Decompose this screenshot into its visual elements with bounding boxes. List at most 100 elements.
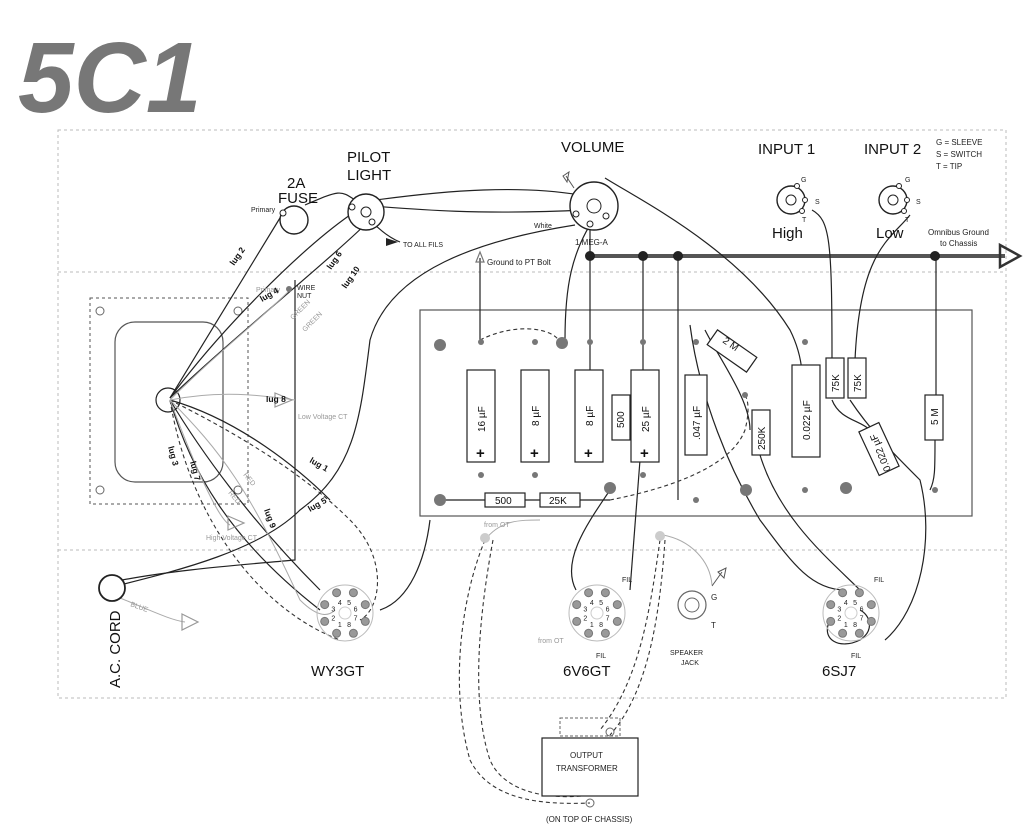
socket-pin	[348, 588, 358, 598]
socket-pin	[320, 600, 330, 610]
omnibus-label-1: Omnibus Ground	[928, 228, 989, 237]
res-2m	[706, 329, 758, 373]
output-transformer	[541, 717, 639, 808]
socket-pin	[348, 628, 358, 638]
lug-10-label: lug 10	[339, 264, 361, 290]
socket-pin	[332, 588, 342, 598]
socket-pin	[584, 628, 594, 638]
wire-color-1: GREEN	[289, 299, 312, 322]
socket-key	[590, 606, 604, 620]
socket-pin-number: 7	[860, 616, 864, 623]
fuse-holder	[279, 205, 309, 235]
socket-pin	[360, 600, 370, 610]
plus-4: +	[640, 445, 649, 462]
res-75k-b	[847, 357, 867, 399]
socket-pin-number: 5	[853, 600, 857, 607]
pilot-label-1: PILOT	[347, 149, 390, 166]
lug-7-label: lug 7	[188, 460, 203, 482]
wire-color-3: RED	[241, 472, 256, 488]
eyelet-board	[419, 309, 973, 517]
high-voltage-ct-label: High Voltage CT	[206, 535, 258, 542]
socket-ring	[568, 584, 626, 642]
res5m-label: 5 M	[930, 408, 941, 425]
high-label: High	[772, 225, 803, 242]
socket-pin	[360, 616, 370, 626]
res-25k-h	[539, 492, 581, 508]
socket-pin-number: 2	[583, 616, 587, 623]
power-transformer	[89, 297, 249, 505]
input2-t: T	[905, 217, 910, 224]
res500v-label: 500	[616, 411, 627, 428]
legend-t: T = TIP	[936, 162, 962, 171]
pilot-label-2: LIGHT	[347, 167, 391, 184]
socket-pin	[320, 616, 330, 626]
socket-pin	[826, 616, 836, 626]
ac-cord-label: A.C. CORD	[107, 610, 124, 688]
socket-pin	[854, 588, 864, 598]
volume-label: VOLUME	[561, 139, 624, 156]
faint-wiring	[119, 289, 713, 623]
socket-pin-number: 5	[599, 600, 603, 607]
speaker-jack-label-1: SPEAKER	[670, 650, 703, 657]
socket-pin-number: 1	[590, 622, 594, 629]
cap022a-label: 0.022 µF	[802, 400, 813, 440]
input2-s: S	[916, 199, 921, 206]
socket-pin-number: 1	[338, 622, 342, 629]
input1-label: INPUT 1	[758, 141, 815, 158]
socket-pin-number: 7	[606, 616, 610, 623]
lug-2-label: lug 2	[227, 245, 247, 267]
lug-6-label: lug 6	[324, 249, 344, 271]
diagram-title: 5C1	[18, 22, 201, 134]
cap-8uf-b	[574, 369, 604, 463]
socket-pin-number: 3	[837, 606, 841, 613]
cap25-label: 25 µF	[641, 406, 652, 432]
board-eyelets	[434, 337, 938, 506]
socket-pin	[838, 588, 848, 598]
to-all-fils-label: TO ALL FILS	[403, 242, 443, 249]
socket-key	[844, 606, 858, 620]
fuse-label-1: 2A	[287, 175, 305, 192]
fuse-label-2: FUSE	[278, 190, 318, 207]
res75kb-label: 75K	[853, 374, 864, 392]
socket-pin-number: 4	[338, 600, 342, 607]
omnibus-label-2: to Chassis	[940, 239, 977, 248]
socket-pin	[866, 616, 876, 626]
res25k-label: 25K	[549, 496, 567, 507]
res-5m	[924, 394, 944, 441]
socket-pin	[600, 588, 610, 598]
cap-25uf	[630, 369, 660, 463]
cap8b-label: 8 µF	[585, 406, 596, 426]
cap047-label: .047 µF	[692, 406, 703, 440]
speaker-jack-label-2: JACK	[681, 660, 699, 667]
socket-pin	[584, 588, 594, 598]
socket-pin-number: 2	[331, 616, 335, 623]
ground-bus	[585, 242, 1023, 270]
cap-022uf-a	[791, 364, 821, 458]
input1-t: T	[802, 217, 807, 224]
wire-color-2: GREEN	[301, 311, 324, 334]
fil-label-3: FIL	[874, 577, 884, 584]
speaker-jack	[677, 567, 727, 620]
input1-s: S	[815, 199, 820, 206]
res500h-label: 500	[495, 496, 512, 507]
socket-pin	[866, 600, 876, 610]
board-components	[466, 329, 944, 508]
socket-pin-number: 2	[837, 616, 841, 623]
cap-8uf-a	[520, 369, 550, 463]
socket-pin-number: 6	[606, 606, 610, 613]
res-500-h	[484, 492, 526, 508]
ac-cord-grommet	[98, 574, 126, 602]
res-75k-a	[825, 357, 845, 399]
pilot-light	[347, 193, 398, 246]
fil-label-1: FIL	[622, 577, 632, 584]
socket-pin	[612, 600, 622, 610]
socket-pin	[572, 600, 582, 610]
primary-label: Primary	[256, 287, 281, 294]
fil-label-2: FIL	[596, 653, 606, 660]
volume-pot	[562, 170, 619, 231]
input-jack-2	[878, 183, 910, 215]
socket-pin-number: 1	[844, 622, 848, 629]
socket-pin-number: 6	[354, 606, 358, 613]
